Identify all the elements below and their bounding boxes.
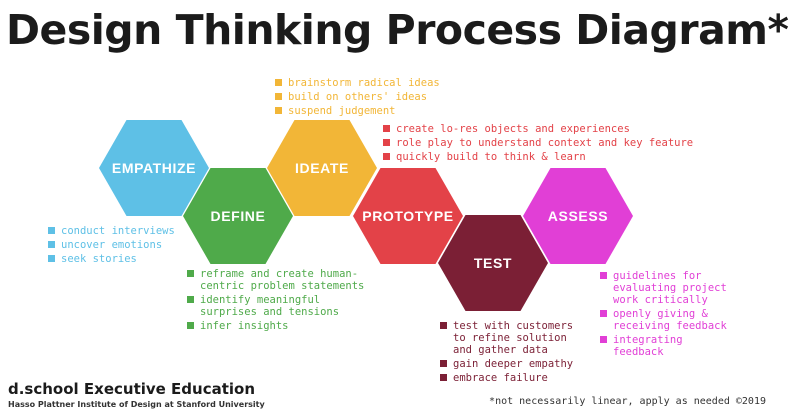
bullet-square bbox=[48, 227, 55, 234]
page-title: Design Thinking Process Diagram* bbox=[6, 6, 789, 54]
hex-define-label: DEFINE bbox=[211, 208, 266, 224]
list-item: create lo-res objects and experiences bbox=[383, 123, 693, 135]
bullet-square bbox=[440, 322, 447, 329]
footer-organization: d.school Executive Education bbox=[8, 380, 256, 398]
list-item: integrating feedback bbox=[600, 334, 727, 358]
hex-test: TEST bbox=[438, 215, 548, 311]
list-item: infer insights bbox=[187, 320, 364, 332]
empathize-list: conduct interviews uncover emotions seek… bbox=[48, 225, 175, 267]
list-item: seek stories bbox=[48, 253, 175, 265]
list-item: openly giving & receiving feedback bbox=[600, 308, 727, 332]
bullet-square bbox=[600, 272, 607, 279]
hex-ideate-shape bbox=[267, 120, 377, 216]
list-item: identify meaningful surprises and tensio… bbox=[187, 294, 364, 318]
bullet-square bbox=[48, 255, 55, 262]
bullet-square bbox=[383, 153, 390, 160]
list-item: quickly build to think & learn bbox=[383, 151, 693, 163]
footnote: *not necessarily linear, apply as needed… bbox=[489, 396, 766, 407]
hex-prototype-label: PROTOTYPE bbox=[362, 208, 454, 224]
bullet-square bbox=[275, 79, 282, 86]
bullet-square bbox=[187, 270, 194, 277]
bullet-square bbox=[440, 374, 447, 381]
hex-define: DEFINE bbox=[183, 168, 293, 264]
bullet-square bbox=[275, 93, 282, 100]
list-item: gain deeper empathy bbox=[440, 358, 573, 370]
hex-empathize: EMPATHIZE bbox=[99, 120, 209, 216]
define-list: reframe and create human- centric proble… bbox=[187, 268, 364, 334]
list-item: conduct interviews bbox=[48, 225, 175, 237]
list-item: build on others' ideas bbox=[275, 91, 440, 103]
hex-assess-shape bbox=[523, 168, 633, 264]
bullet-square bbox=[275, 107, 282, 114]
bullet-square bbox=[600, 310, 607, 317]
hex-empathize-label: EMPATHIZE bbox=[112, 160, 196, 176]
hex-prototype: PROTOTYPE bbox=[353, 168, 463, 264]
bullet-square bbox=[440, 360, 447, 367]
list-item: brainstorm radical ideas bbox=[275, 77, 440, 89]
hex-ideate: IDEATE bbox=[267, 120, 377, 216]
footer-subtitle: Hasso Plattner Institute of Design at St… bbox=[8, 400, 265, 409]
list-item: guidelines for evaluating project work c… bbox=[600, 270, 727, 306]
hex-assess: ASSESS bbox=[523, 168, 633, 264]
test-list: test with customers to refine solution a… bbox=[440, 320, 573, 386]
hex-ideate-label: IDEATE bbox=[295, 160, 349, 176]
ideate-list: brainstorm radical ideas build on others… bbox=[275, 77, 440, 119]
assess-list: guidelines for evaluating project work c… bbox=[600, 270, 727, 360]
list-item: test with customers to refine solution a… bbox=[440, 320, 573, 356]
bullet-square bbox=[383, 125, 390, 132]
hex-define-shape bbox=[183, 168, 293, 264]
bullet-square bbox=[187, 322, 194, 329]
list-item: suspend judgement bbox=[275, 105, 440, 117]
bullet-square bbox=[187, 296, 194, 303]
bullet-square bbox=[48, 241, 55, 248]
list-item: reframe and create human- centric proble… bbox=[187, 268, 364, 292]
bullet-square bbox=[383, 139, 390, 146]
list-item: embrace failure bbox=[440, 372, 573, 384]
hex-empathize-shape bbox=[99, 120, 209, 216]
hex-test-shape bbox=[438, 215, 548, 311]
prototype-list: create lo-res objects and experiences ro… bbox=[383, 123, 693, 165]
list-item: role play to understand context and key … bbox=[383, 137, 693, 149]
hex-prototype-shape bbox=[353, 168, 463, 264]
bullet-square bbox=[600, 336, 607, 343]
hex-assess-label: ASSESS bbox=[548, 208, 608, 224]
hex-test-label: TEST bbox=[474, 255, 512, 271]
list-item: uncover emotions bbox=[48, 239, 175, 251]
